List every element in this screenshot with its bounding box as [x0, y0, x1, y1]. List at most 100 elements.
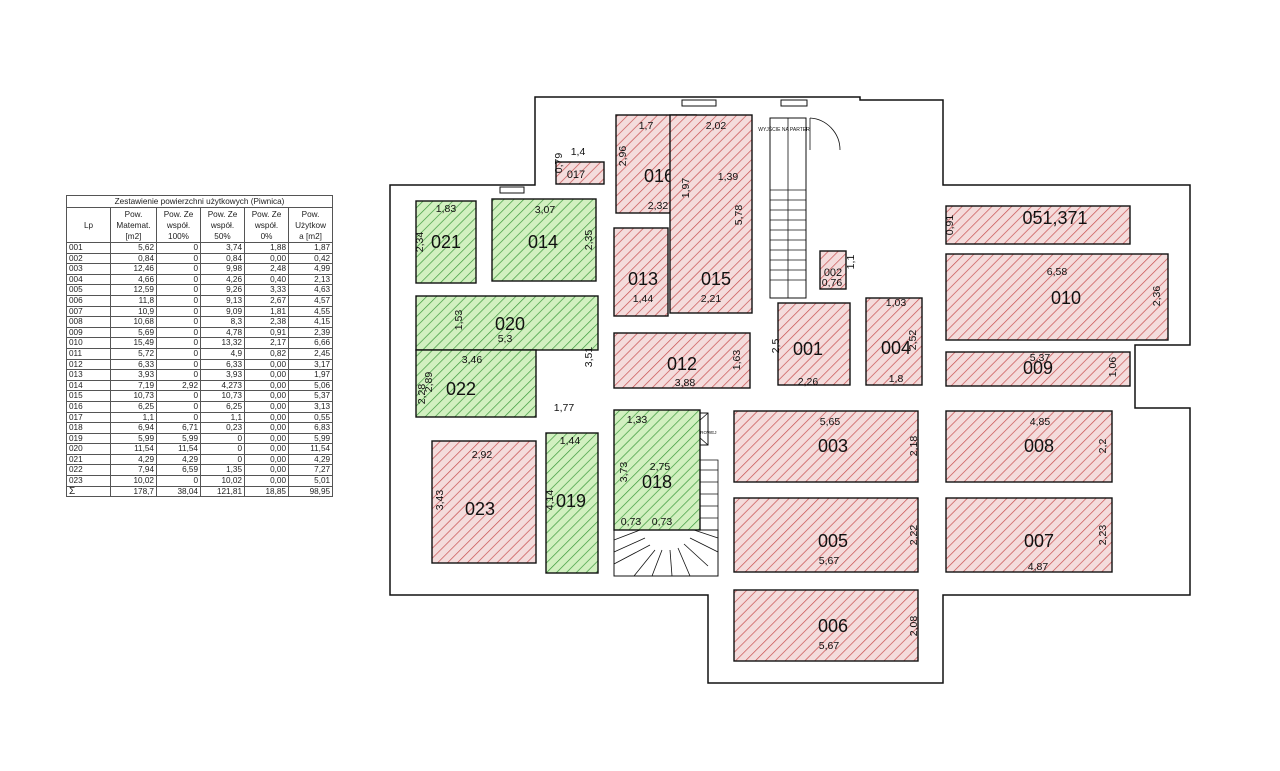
room-label: 013 — [628, 269, 658, 289]
dimension-label: 5,3 — [498, 333, 513, 345]
table-cell: 6,66 — [287, 337, 334, 349]
column-header-line: 100% — [168, 231, 189, 241]
dimension-label: 1,63 — [731, 350, 743, 371]
room-008: 008 — [945, 410, 1113, 483]
room-label: 018 — [642, 472, 672, 492]
room-area — [865, 297, 923, 386]
room-label: 020 — [495, 314, 525, 334]
room-label: 002 — [824, 267, 842, 279]
room-009: 009 — [945, 351, 1131, 387]
room-area — [669, 114, 753, 314]
room-001: 001 — [777, 302, 851, 386]
room-label: 003 — [818, 436, 848, 456]
room-label: 021 — [431, 232, 461, 252]
column-header-line: Lp — [83, 220, 94, 230]
dimension-label: 2,92 — [472, 449, 493, 461]
column-header: Pow.Matemat.[m2] — [110, 207, 157, 243]
dimension-label: 4,14 — [544, 490, 556, 511]
dimension-label: 4,87 — [1028, 561, 1049, 573]
table-cell: 2,39 — [287, 326, 334, 339]
vent-opening — [499, 186, 525, 194]
total-cell: 98,95 — [287, 485, 334, 498]
dimension-label: 2,35 — [583, 230, 595, 251]
table-cell: 6,83 — [287, 422, 334, 434]
dimension-label: 2,28 — [416, 384, 428, 405]
column-header-line: współ. — [210, 220, 235, 230]
table-cell: 1,97 — [287, 369, 334, 381]
room-004: 004 — [865, 297, 923, 386]
room-label: 005 — [818, 531, 848, 551]
room-015: 015 — [669, 114, 753, 314]
dimension-label: 1,7 — [639, 120, 654, 132]
table-cell: 3,13 — [287, 400, 334, 413]
room-area — [733, 497, 919, 573]
column-header-line: współ. — [166, 220, 191, 230]
room-label: 010 — [1051, 288, 1081, 308]
room-area — [545, 432, 599, 574]
room-label: 007 — [1024, 531, 1054, 551]
dimension-label: 2,89 — [423, 372, 435, 393]
column-header: Lp — [66, 207, 111, 243]
dimension-label: 2,96 — [617, 146, 629, 167]
room-area — [945, 253, 1169, 341]
dimension-label: 4,85 — [1030, 416, 1051, 428]
room-area — [415, 349, 537, 418]
dimension-label: 2,2 — [1097, 439, 1109, 454]
table-cell: 0,55 — [287, 411, 334, 424]
column-header-line: Użytkow — [295, 220, 326, 230]
room-area — [613, 409, 701, 531]
room-013: 013 — [613, 227, 669, 317]
dimension-label: 6,58 — [1047, 266, 1068, 278]
table-cell: 0,42 — [287, 252, 334, 265]
vent-opening — [681, 99, 717, 107]
room-017: 017 — [555, 161, 605, 185]
room-label: 023 — [465, 499, 495, 519]
table-cell: 3,17 — [287, 358, 334, 371]
dimension-label: 3,46 — [462, 354, 483, 366]
room-area — [613, 227, 669, 317]
room-area — [819, 250, 847, 290]
table-cell: 4,55 — [287, 305, 334, 318]
room-018: 018 — [613, 409, 701, 531]
dimension-label: 2,26 — [798, 376, 819, 388]
dimension-label: 3,73 — [618, 462, 630, 483]
dimension-label: 3,43 — [434, 490, 446, 511]
room-area — [733, 410, 919, 483]
table-cell: 5,99 — [287, 432, 334, 445]
column-header-line: Pow. Ze — [251, 209, 282, 219]
dimension-label: 5,67 — [819, 555, 840, 567]
column-header-line: 50% — [214, 231, 231, 241]
dimension-label: 1,39 — [718, 171, 739, 183]
table-cell: 7,27 — [287, 464, 334, 477]
dimension-label: 2,23 — [1097, 525, 1109, 546]
dimension-label: 2,34 — [414, 232, 426, 253]
dimension-label: 2,02 — [706, 120, 727, 132]
column-header-line: Pow. Ze — [207, 209, 238, 219]
room-label: 001 — [793, 339, 823, 359]
dimension-label: 1,4 — [571, 146, 586, 158]
dimension-label: 2,52 — [907, 330, 919, 351]
room-area — [555, 161, 605, 185]
table-cell: 4,29 — [287, 453, 334, 466]
staircase-lower — [613, 459, 719, 577]
room-002: 002 — [819, 250, 847, 290]
room-020: 020 — [415, 295, 599, 351]
dimension-label: 1,8 — [889, 373, 904, 385]
dimension-label: 2,18 — [908, 436, 920, 457]
room-area — [431, 440, 537, 564]
room-label: 004 — [881, 338, 911, 358]
